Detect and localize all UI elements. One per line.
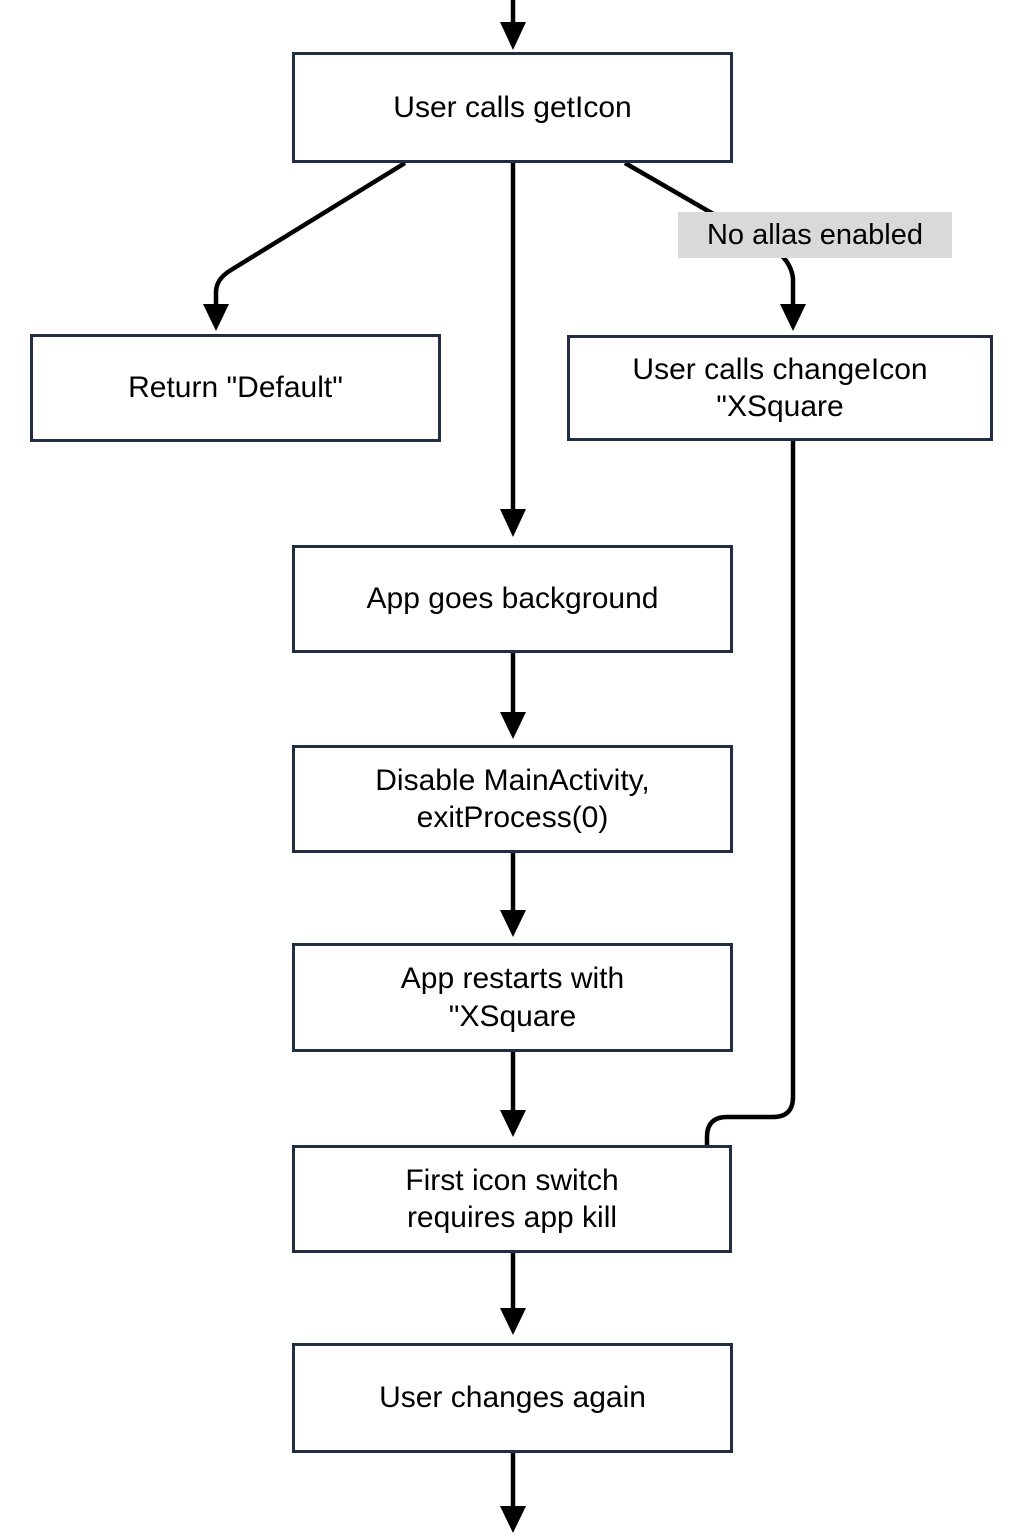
node-user-calls-changeicon: User calls changeIcon "XSquare (567, 335, 993, 441)
node-label-line1: Disable MainActivity, (375, 763, 650, 797)
node-user-changes-again: User changes again (292, 1343, 733, 1453)
arrowhead-return-default (203, 304, 229, 331)
node-return-default: Return "Default" (30, 334, 441, 442)
node-label: User calls getIcon (393, 90, 632, 124)
node-disable-mainactivity: Disable MainActivity, exitProcess(0) (292, 745, 733, 853)
node-app-goes-background: App goes background (292, 545, 733, 653)
arrowhead-app-background (500, 509, 526, 537)
edge-label-no-alias-enabled: No allas enabled (678, 212, 952, 258)
node-label-line2: "XSquare (448, 999, 577, 1033)
node-app-restarts: App restarts with "XSquare (292, 943, 733, 1052)
node-label-line1: First icon switch (405, 1163, 619, 1197)
edge-label-text: No allas enabled (706, 218, 924, 251)
node-label: App goes background (366, 582, 659, 616)
node-label-line2: exitProcess(0) (416, 801, 609, 834)
edge-change-icon-to-first-switch (704, 441, 796, 1146)
node-label-line1: App restarts with (400, 962, 625, 995)
node-label: User changes again (379, 1381, 646, 1415)
arrowhead-user-changes (500, 1308, 526, 1335)
node-first-icon-switch: First icon switch requires app kill (292, 1145, 732, 1253)
arrowhead-change-icon (780, 304, 806, 331)
arrowhead-bottom (500, 1506, 526, 1533)
node-label: Return "Default" (128, 371, 343, 405)
node-user-calls-geticon: User calls getIcon (292, 52, 733, 163)
arrowhead-first-switch (500, 1110, 526, 1137)
edge-geticon-to-return-default (213, 161, 407, 304)
node-label-line2: "XSquare (716, 390, 844, 423)
arrowhead-app-restarts (500, 910, 526, 937)
arrowhead-disable-main (500, 712, 526, 739)
node-label-line1: User calls changeIcon (632, 352, 928, 386)
arrowhead-top (500, 22, 526, 50)
node-label-line2: requires app kill (406, 1201, 618, 1234)
